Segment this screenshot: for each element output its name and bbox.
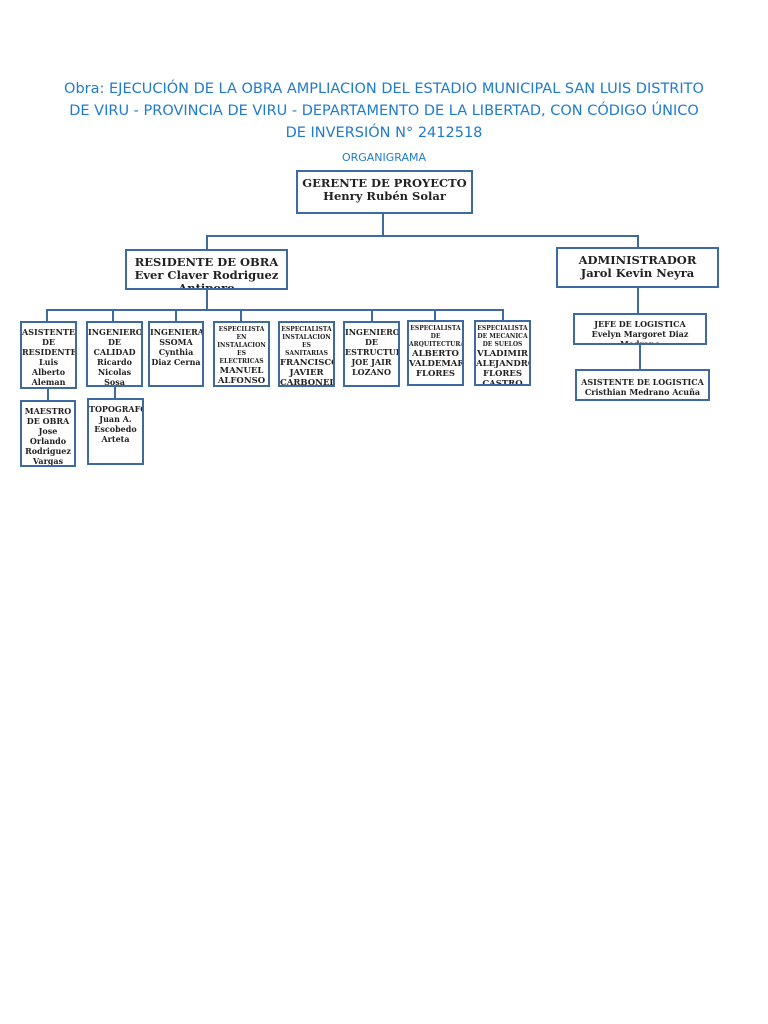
connector (639, 344, 641, 370)
org-chart-heading: ORGANIGRAMA (341, 151, 427, 164)
connector (637, 235, 639, 248)
connector (434, 309, 436, 322)
connector (46, 309, 48, 322)
role-label: INGENIERO DE ESTRUCTURA (345, 327, 400, 357)
person-name: Cynthia Diaz Cerna (151, 347, 201, 367)
role-label: TOPOGRAFO (89, 404, 144, 414)
person-name: ALBERTO VALDEMAR FLORES (409, 349, 464, 379)
role-label: ESPECILISTA EN INSTALACION ES ELECTRICAS (217, 326, 266, 365)
connector (502, 309, 504, 322)
role-label: ASISTENTE DE LOGISTICA (581, 377, 704, 387)
connector (206, 235, 639, 237)
person-name: Ricardo Nicolas Sosa Durand (97, 357, 132, 387)
connector (47, 388, 49, 401)
role-label: INGENIERA SSOMA (150, 327, 204, 347)
person-name: FRANCISCO JAVIER CARBONELL TORRES (280, 358, 335, 387)
role-label: ESPECIALISTA INSTALACION ES SANITARIAS (281, 326, 332, 357)
person-name: Jose Orlando Rodriguez Vargas (25, 426, 71, 466)
person-name: Henry Rubén Solar (323, 189, 446, 203)
connector (175, 309, 177, 322)
person-name: MANUEL ALFONSO ASMAT (217, 366, 266, 386)
role-label: ADMINISTRADOR (578, 253, 697, 267)
org-box-staff: INGENIERO DE ESTRUCTURAJOE JAIR LOZANO (343, 321, 400, 387)
connector (112, 309, 114, 322)
role-label: ESPECIALISTA DE MECANICA DE SUELOS (477, 325, 528, 348)
role-label: ESPECIALISTA DE ARQUITECTURA (409, 325, 464, 348)
connector (240, 309, 242, 322)
person-name: Jarol Kevin Neyra (580, 266, 695, 280)
role-label: MAESTRO DE OBRA (24, 406, 72, 426)
person-name: Evelyn Margoret Diaz Medrano (591, 329, 689, 345)
person-name: Luis Alberto Aleman Arca (31, 357, 66, 387)
connector (382, 213, 384, 237)
role-label: GERENTE DE PROYECTO (302, 176, 467, 190)
role-label: ASISTENTE DE RESIDENTE (22, 327, 77, 357)
role-label: INGENIERO DE CALIDAD (88, 327, 143, 357)
connector (206, 235, 208, 250)
connector (371, 309, 373, 322)
connector (637, 287, 639, 314)
document-title: Obra: EJECUCIÓN DE LA OBRA AMPLIACION DE… (64, 81, 704, 141)
person-name: Cristhian Medrano Acuña (584, 387, 701, 397)
person-name: Juan A. Escobedo Arteta (94, 414, 137, 444)
role-label: RESIDENTE DE OBRA (134, 255, 279, 269)
role-label: JEFE DE LOGISTICA (594, 319, 686, 329)
person-name: Ever Claver Rodriguez Antiporo (134, 268, 279, 290)
person-name: JOE JAIR LOZANO (351, 357, 392, 377)
connector (114, 386, 116, 399)
connector (46, 309, 504, 311)
person-name: VLADIMIR ALEJANDRO FLORES CASTRO (476, 349, 531, 386)
org-box-staff: ESPECILISTA EN INSTALACION ES ELECTRICAS… (213, 321, 270, 387)
connector (206, 289, 208, 311)
